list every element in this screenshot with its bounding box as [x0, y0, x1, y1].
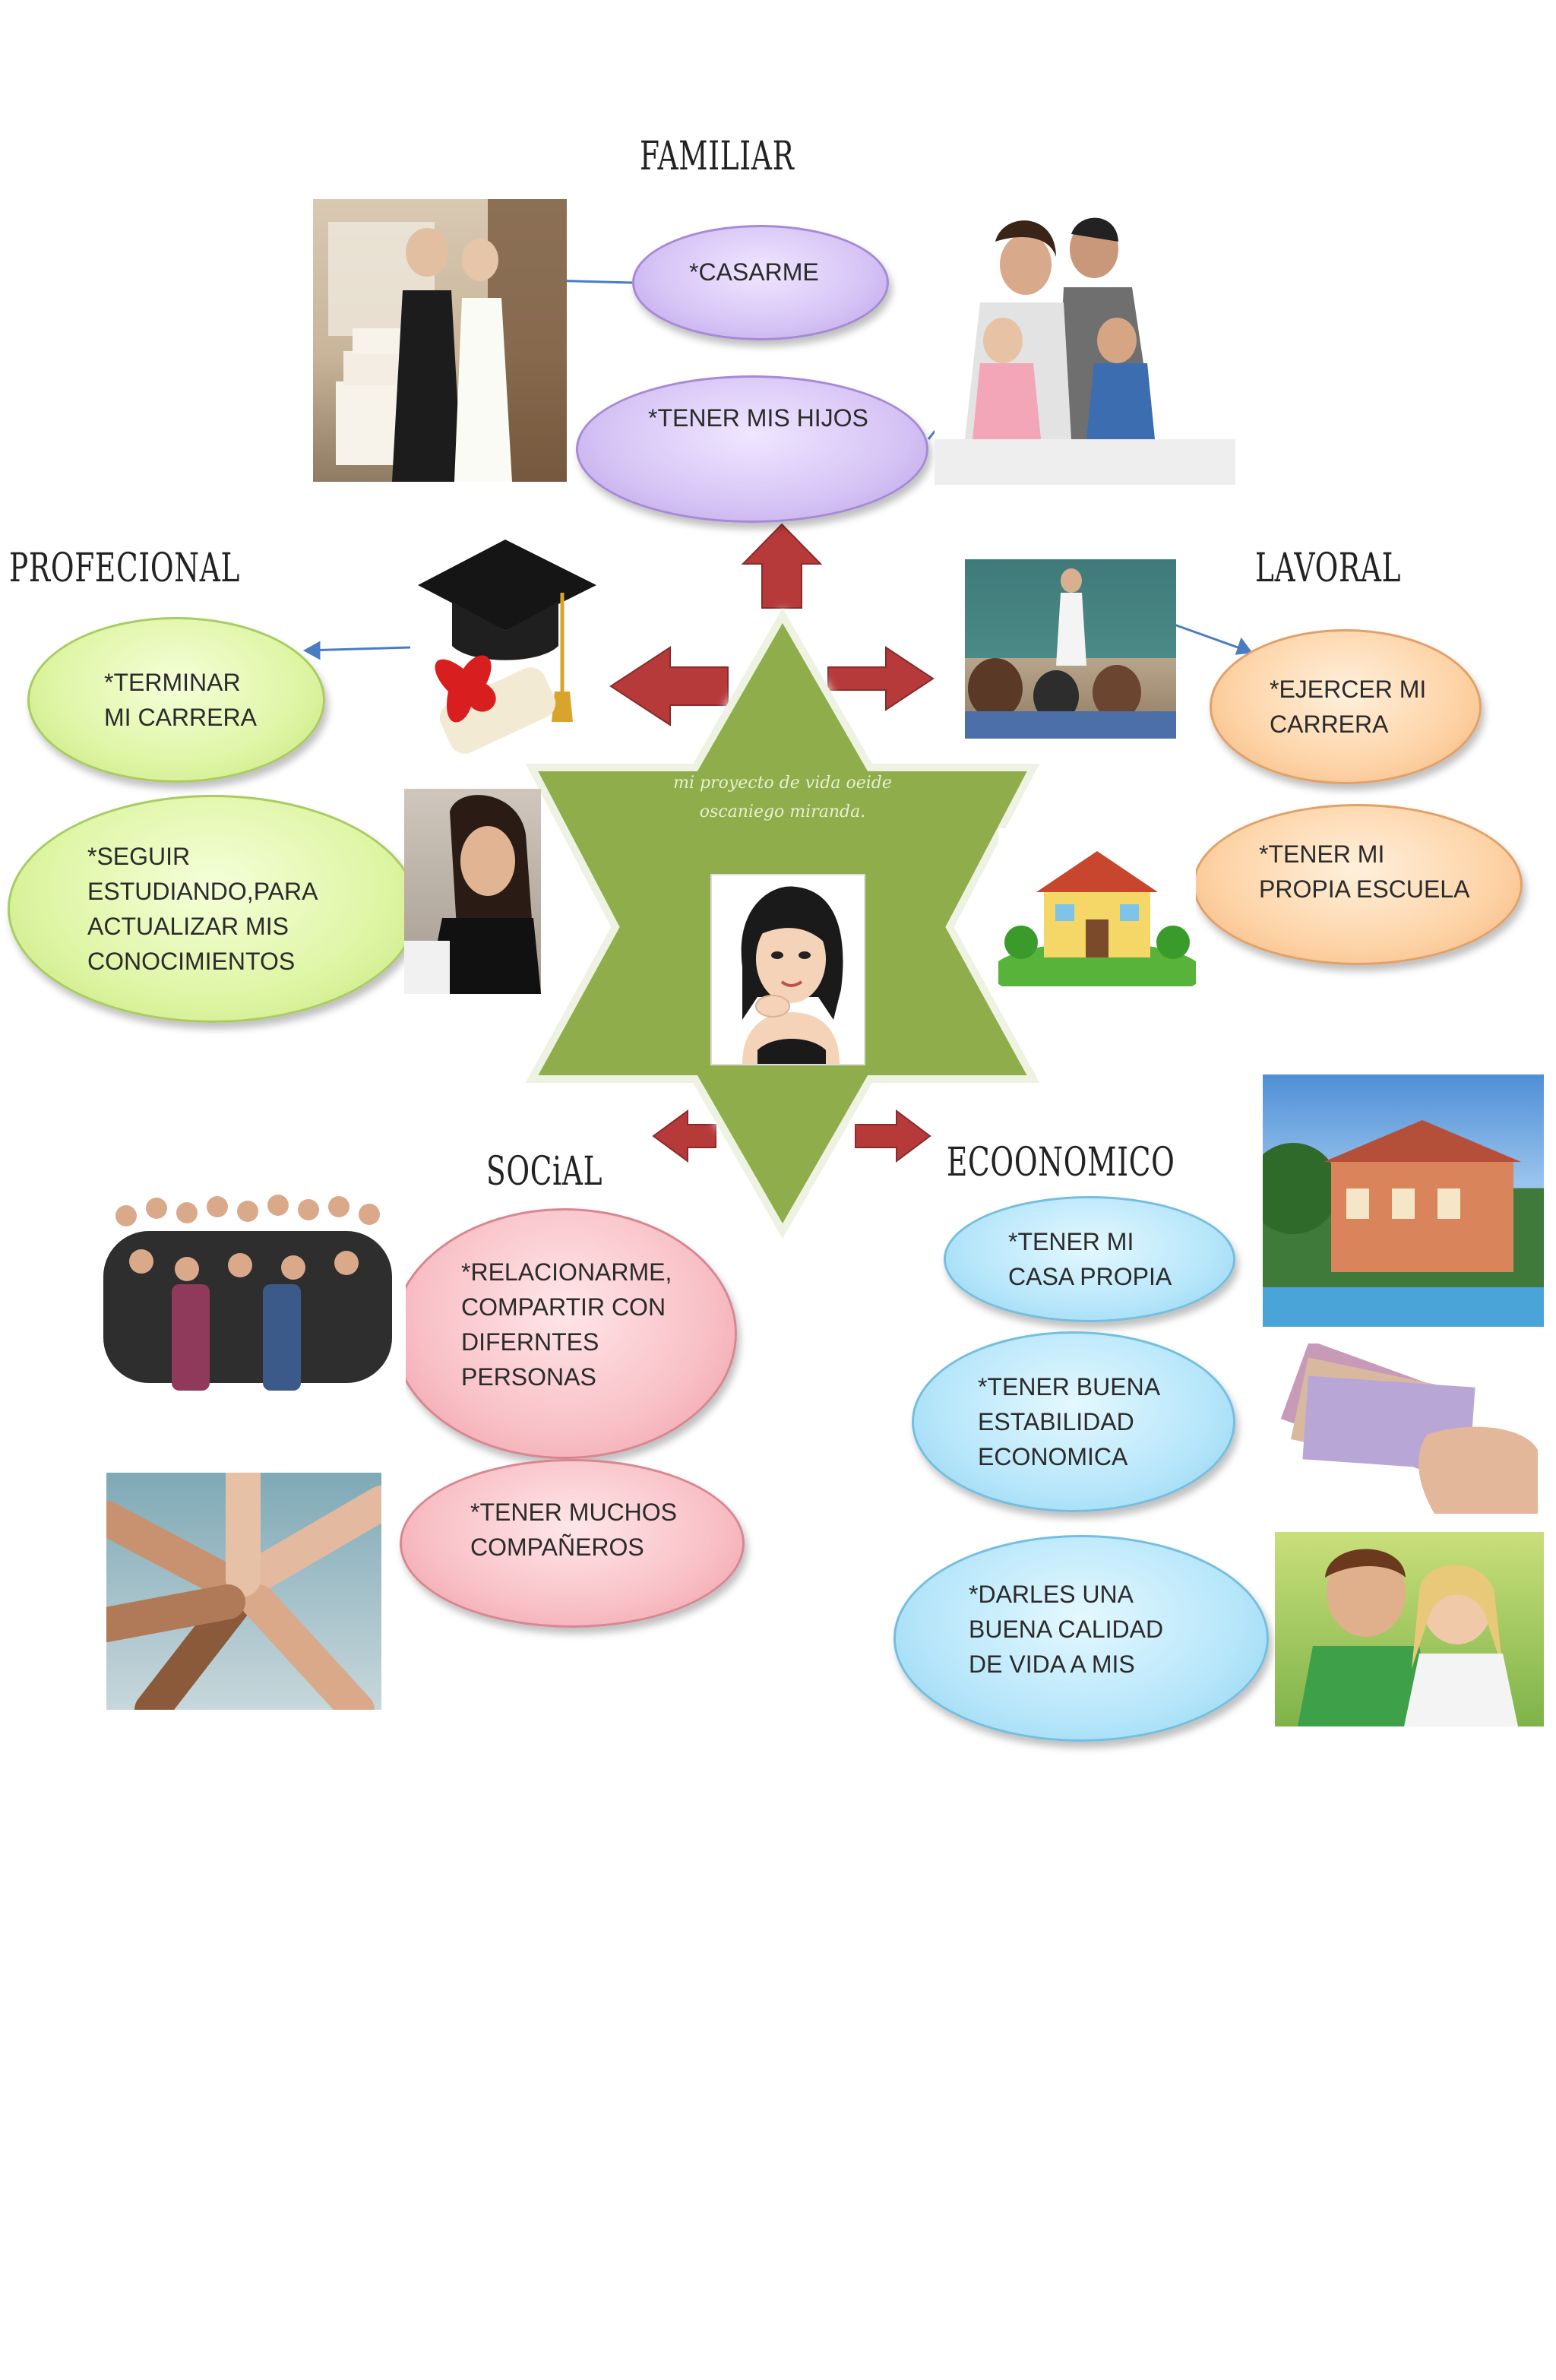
goal-ejercer-carrera: *EJERCER MI CARRERA [1210, 629, 1482, 784]
center-title: mi proyecto de vida oeide oscaniego mira… [638, 769, 927, 827]
goal-companeros: *TENER MUCHOS COMPAÑEROS [400, 1459, 745, 1628]
crowd-photo [88, 1170, 406, 1436]
goal-tener-hijos-text: *TENER MIS HIJOS [648, 400, 868, 435]
goal-casa-propia-text: *TENER MI CASA PROPIA [1008, 1224, 1172, 1294]
money-photo [1275, 1343, 1538, 1514]
goal-estabilidad: *TENER BUENA ESTABILIDAD ECONOMICA [912, 1331, 1235, 1512]
school-icon [998, 828, 1196, 986]
goal-terminar-carrera: *TERMINAR MI CARRERA [27, 617, 325, 783]
goal-seguir-estudiando: *SEGUIR ESTUDIANDO,PARA ACTUALIZAR MIS C… [8, 795, 418, 1023]
category-economico: ECOONOMICO [947, 1140, 1175, 1185]
goal-tener-hijos: *TENER MIS HIJOS [576, 375, 928, 523]
wedding-photo [313, 199, 567, 482]
goal-ejercer-carrera-text: *EJERCER MI CARRERA [1270, 672, 1426, 742]
goal-propia-escuela-text: *TENER MI PROPIA ESCUELA [1259, 837, 1469, 907]
arrow-up [743, 524, 821, 608]
goal-estabilidad-text: *TENER BUENA ESTABILIDAD ECONOMICA [978, 1369, 1160, 1474]
goal-propia-escuela: *TENER MI PROPIA ESCUELA [1193, 804, 1523, 965]
goal-seguir-estudiando-text: *SEGUIR ESTUDIANDO,PARA ACTUALIZAR MIS C… [87, 839, 318, 979]
graduation-cap-icon [410, 532, 600, 757]
children-photo [1275, 1532, 1544, 1726]
goal-relacionarme-text: *RELACIONARME, COMPARTIR CON DIFERNTES P… [461, 1255, 672, 1394]
family-photo [935, 211, 1235, 485]
woman-portrait [710, 874, 865, 1065]
category-profecional: PROFECIONAL [9, 546, 240, 591]
classroom-photo [965, 559, 1176, 739]
connector-terminar [305, 647, 410, 650]
house-photo [1263, 1074, 1544, 1327]
goal-calidad-vida: *DARLES UNA BUENA CALIDAD DE VIDA A MIS [893, 1535, 1269, 1742]
goal-companeros-text: *TENER MUCHOS COMPAÑEROS [470, 1495, 677, 1565]
goal-relacionarme: *RELACIONARME, COMPARTIR CON DIFERNTES P… [392, 1208, 737, 1459]
category-familiar: FAMILIAR [640, 134, 795, 179]
goal-calidad-vida-text: *DARLES UNA BUENA CALIDAD DE VIDA A MIS [969, 1577, 1163, 1682]
student-photo [404, 789, 541, 994]
goal-terminar-carrera-text: *TERMINAR MI CARRERA [104, 665, 257, 735]
goal-casarme: *CASARME [632, 225, 889, 340]
category-social: SOCiAL [486, 1149, 602, 1195]
goal-casarme-text: *CASARME [689, 255, 819, 290]
category-lavoral: LAVORAL [1255, 546, 1401, 591]
hands-together-photo [106, 1473, 381, 1710]
goal-casa-propia: *TENER MI CASA PROPIA [944, 1196, 1235, 1322]
